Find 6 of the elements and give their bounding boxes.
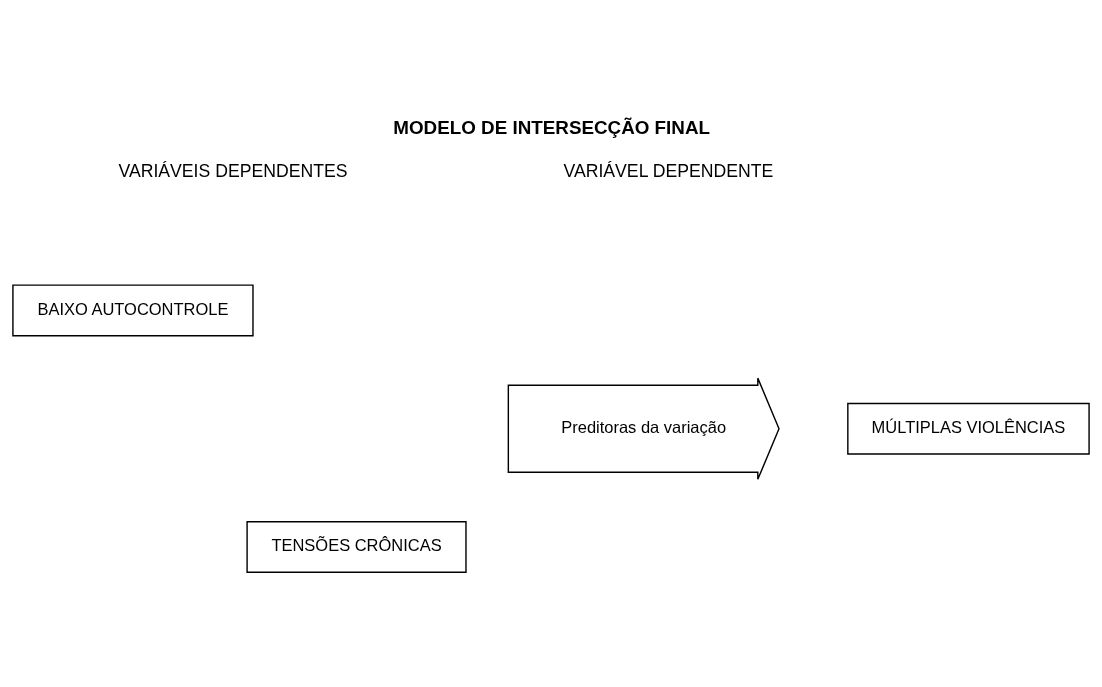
- diagram-title: MODELO DE INTERSECÇÃO FINAL: [393, 116, 710, 138]
- node-box: BAIXO AUTOCONTROLE: [12, 283, 254, 336]
- label: VARIÁVEL DEPENDENTE: [563, 160, 774, 181]
- node-box: TENSÕES CRÔNICAS: [246, 520, 467, 573]
- node-box: MÚLTIPLAS VIOLÊNCIAS: [847, 402, 1090, 455]
- label: VARIÁVEIS DEPENDENTES: [118, 160, 348, 181]
